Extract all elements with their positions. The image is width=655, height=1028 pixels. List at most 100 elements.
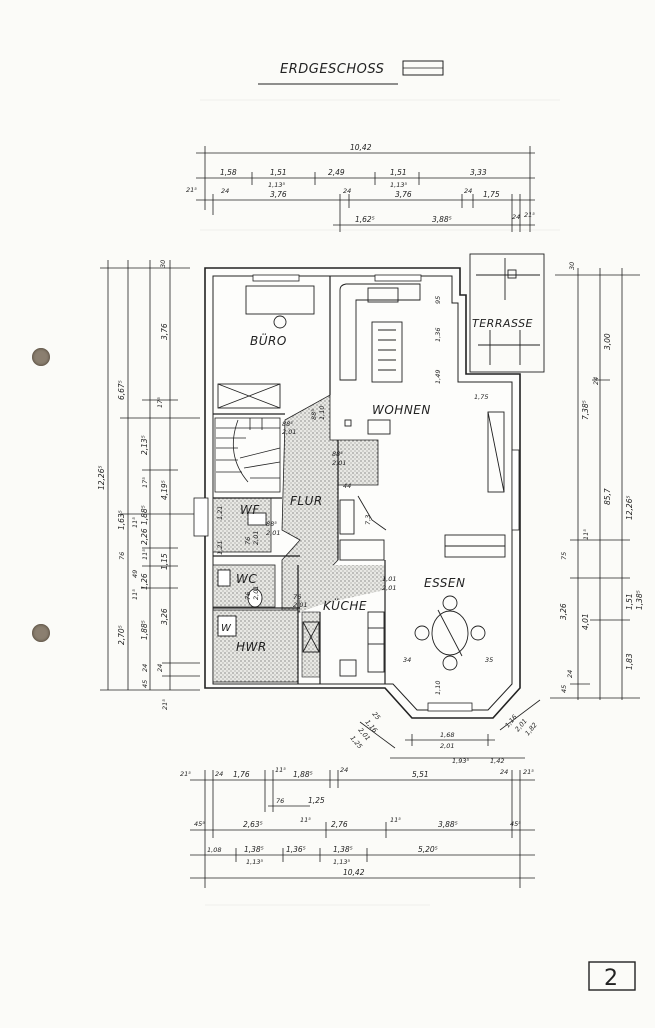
dim-bot-r2-1: 1,25	[308, 796, 325, 805]
dim-bay-2: 1,93⁵	[452, 757, 469, 765]
dim-top-r1-2: 2,49	[328, 168, 345, 177]
dim-bot-r4-0: 1,08	[207, 846, 221, 854]
dim-top-r2-3: 24	[343, 187, 351, 195]
dim-left-b-3: 17⁵	[141, 477, 149, 488]
dim-top-r1sub-0: 1,13⁵	[268, 181, 285, 189]
dim-int-5: 88⁵	[266, 520, 277, 528]
dim-right-a-4: 1,51	[625, 593, 634, 610]
dim-left-c-6: 1,15	[160, 553, 169, 570]
dim-left-b-5: 2,26	[140, 528, 149, 545]
bottom-dimensions	[190, 770, 535, 888]
dim-int-24: 1,21	[216, 541, 224, 555]
sanitary-fixtures	[217, 512, 267, 637]
left-dimensions	[100, 260, 200, 691]
dim-int-11: 76	[293, 593, 301, 601]
dim-int-22: 95	[434, 296, 442, 304]
dim-bot-r3-4: 11⁵	[390, 816, 401, 824]
dim-int-25: 88⁵	[310, 409, 318, 420]
dim-left-b-1: 17⁵	[156, 397, 164, 408]
dim-right-a-0: 7,38⁵	[581, 400, 590, 420]
dim-top-r2-7: 24	[512, 213, 520, 221]
dim-left-b-13: 3,26	[160, 608, 169, 625]
room-w: W	[221, 623, 232, 634]
essen-furniture	[414, 534, 506, 671]
dim-left-b-0: 3,76	[160, 323, 169, 340]
dim-left-a-1: 1,63⁵	[117, 510, 126, 530]
dim-bot-total: 10,42	[343, 868, 365, 877]
dim-left-c-0: 30	[159, 260, 167, 268]
dim-int-23: 1,21	[216, 506, 224, 520]
dim-bot-r4-3: 1,38⁵	[333, 845, 353, 854]
dim-int-1: 1,49	[434, 370, 442, 384]
dim-left-c-4: 11⁵	[131, 517, 139, 528]
wohnen-furniture	[339, 283, 505, 493]
dim-right-a-1: 3,00	[603, 333, 612, 350]
dim-left-b-8: 76	[118, 552, 126, 560]
dim-top-r2-0: 21⁵	[186, 186, 197, 194]
dim-right-b-1: 24	[566, 670, 574, 678]
dim-right-a-5: 1,38⁵	[635, 590, 644, 610]
dim-int-2: 1,75	[474, 393, 488, 401]
dim-bot-r3-6: 45⁵	[510, 820, 521, 828]
dim-bot-r1-4: 1,88⁵	[293, 770, 313, 779]
dim-bot-r1-6: 5,51	[412, 770, 429, 779]
dim-right-a-2: 85,7	[603, 488, 612, 505]
dim-bot-r4-4: 5,20⁵	[418, 845, 438, 854]
dim-bot-r1-2: 1,76	[233, 770, 250, 779]
page-number: 2	[604, 966, 618, 991]
dim-bot-r3-2: 11⁵	[300, 816, 311, 824]
dim-left-a-0: 6,67⁵	[117, 380, 126, 400]
dim-int-16: 2,01	[382, 584, 396, 592]
dim-left-c-1: 24	[156, 664, 164, 672]
dim-int-0: 1,36	[434, 328, 442, 342]
dim-top-r2-1: 24	[221, 187, 229, 195]
dim-left-b-11: 11⁵	[131, 589, 139, 600]
plan-title: ERDGESCHOSS	[280, 62, 384, 77]
buero-furniture	[217, 285, 315, 409]
room-wf: WF	[240, 503, 260, 517]
dim-left-b-10: 1,26	[140, 573, 149, 590]
dim-top-r1-1: 1,51	[270, 168, 287, 177]
dim-int-17: 76	[244, 537, 252, 545]
dim-bot-r1-3: 11⁵	[275, 766, 286, 774]
dim-top-r2-8: 21⁵	[524, 211, 535, 219]
dim-right-b-6: 45	[560, 685, 568, 693]
dim-top-r1-0: 1,58	[220, 168, 237, 177]
dim-left-b-9: 49	[131, 570, 139, 578]
dim-left-a-2: 2,70⁵	[117, 625, 126, 645]
dim-int-26: 1,10	[318, 406, 326, 420]
dim-int-9: 88⁵	[282, 420, 293, 428]
dim-int-6: 2,01	[266, 529, 280, 537]
dim-int-14: 2,01	[252, 586, 260, 600]
room-buero: BÜRO	[250, 332, 287, 348]
room-kueche: KÜCHE	[323, 597, 367, 613]
room-flur: FLUR	[290, 494, 323, 508]
dim-bot-r1-8: 21⁵	[523, 768, 534, 776]
exterior-door	[193, 497, 209, 537]
room-wc: WC	[236, 572, 257, 586]
top-dimensions	[196, 146, 535, 232]
dim-left-total: 12,26⁵	[97, 466, 106, 490]
dim-top-r1-3: 1,51	[390, 168, 407, 177]
dim-int-21: 35	[485, 656, 493, 664]
dim-left-b-4: 4,19⁵	[160, 480, 169, 500]
dim-bot-r2-0: 76	[276, 797, 284, 805]
bay-dimensions	[359, 699, 541, 759]
interior-walls	[213, 276, 386, 684]
dim-int-4: 2,01	[332, 459, 346, 467]
dim-right-b-5: 1,83	[625, 653, 634, 670]
dim-left-c-5: 45	[141, 680, 149, 688]
dim-top-r2-6: 1,75	[483, 190, 500, 199]
dim-int-8: 7,3	[364, 515, 372, 525]
dim-bay-7: 25	[370, 710, 381, 721]
dim-top-total: 10,42	[350, 143, 372, 152]
room-wohnen: WOHNEN	[372, 403, 431, 417]
dim-right-b-0: 24	[592, 377, 600, 385]
right-dimensions	[550, 268, 640, 700]
dim-bay-0: 1,68	[440, 731, 454, 739]
dim-top-r1sub-1: 1,13⁵	[390, 181, 407, 189]
dim-left-b-6: 1,88⁵	[140, 505, 149, 525]
dim-bot-r4sub-0: 1,13⁵	[246, 858, 263, 866]
dim-int-19: 1,10	[434, 681, 442, 695]
